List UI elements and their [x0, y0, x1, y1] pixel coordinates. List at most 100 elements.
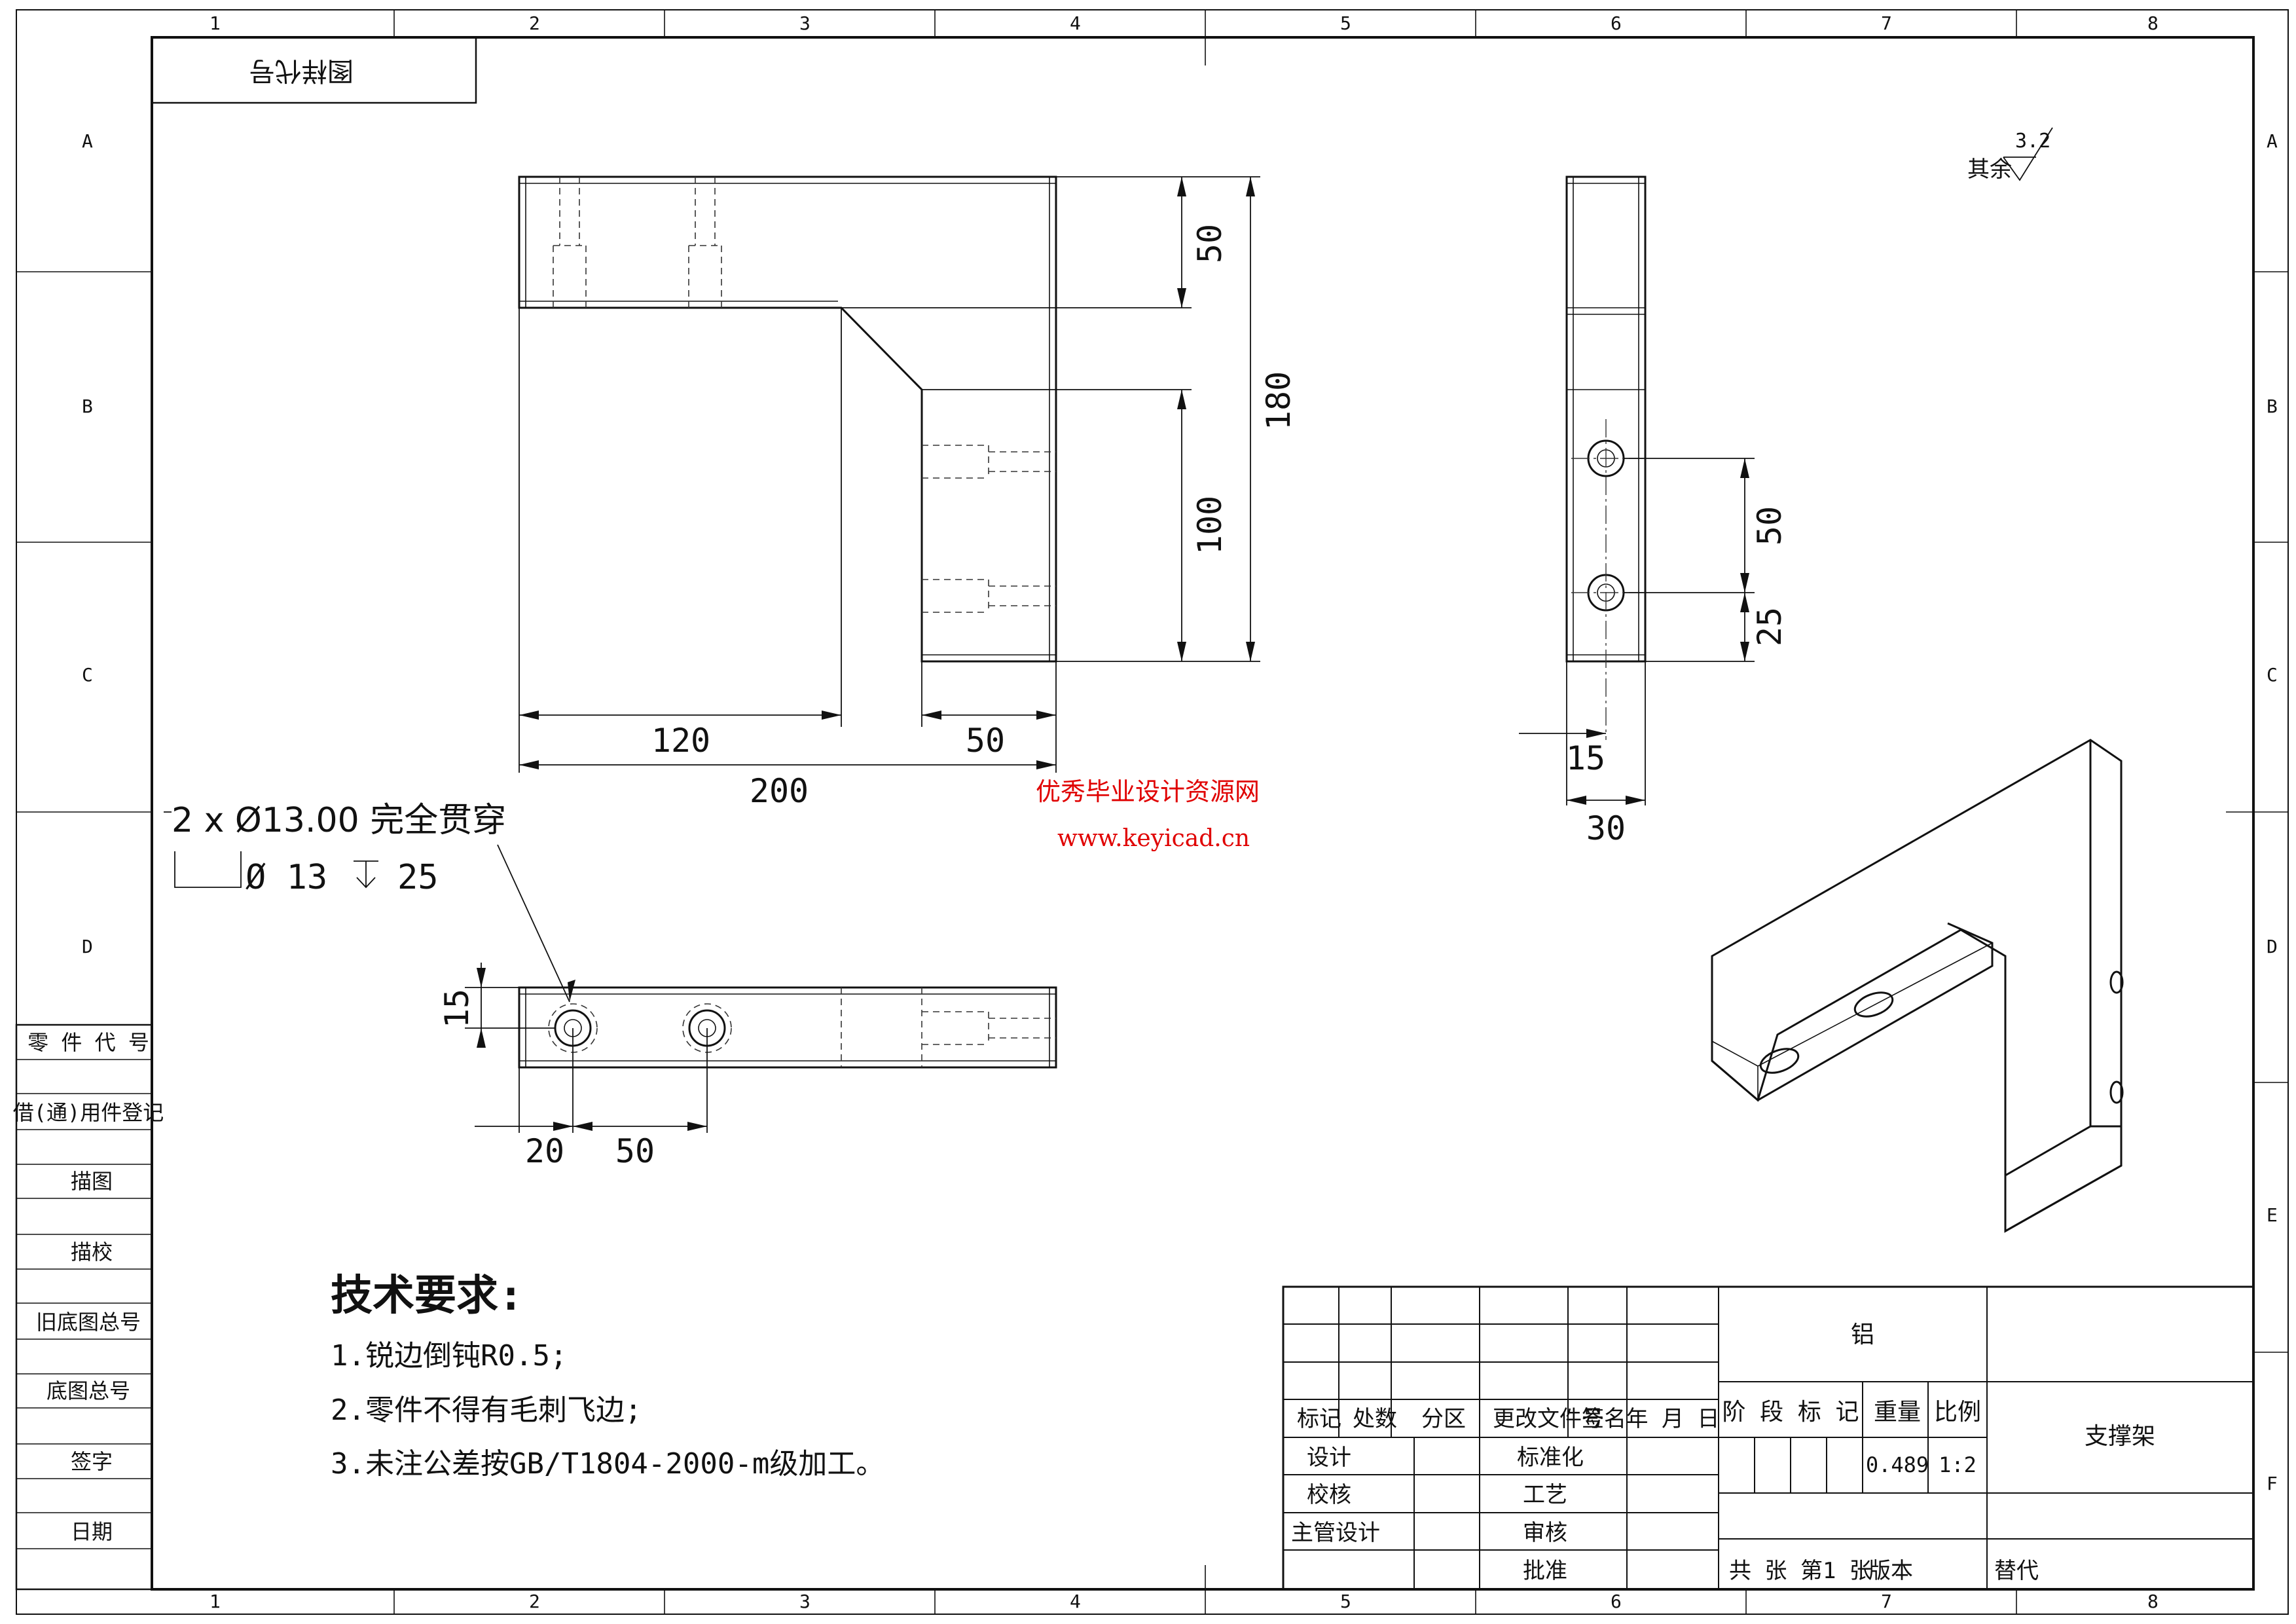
strip-label-master-number: 底图总号 [46, 1378, 130, 1403]
watermark-site-name: 优秀毕业设计资源网 [1036, 777, 1260, 806]
column-label: 4 [1070, 1591, 1081, 1612]
column-label: 1 [210, 12, 221, 34]
tech-requirement-item: 1.锐边倒钝R0.5; [331, 1339, 567, 1373]
row-label: B [2267, 396, 2278, 417]
row-label: C [2267, 664, 2278, 686]
watermark: 优秀毕业设计资源网 www.keyicad.cn [1036, 777, 1260, 852]
dim-front-200: 200 [750, 772, 809, 810]
dim-front-120: 120 [651, 722, 710, 760]
title-block-weight-label: 重量 [1874, 1399, 1921, 1426]
iso-hole-front [1759, 1048, 1800, 1074]
dim-side-50: 50 [1751, 506, 1789, 545]
front-view [518, 175, 1057, 663]
column-labels-top: 1 2 3 4 5 6 7 8 [210, 12, 2159, 34]
hole-callout-line1: 2 x Ø13.00 完全贯穿 [172, 801, 506, 840]
column-label: 3 [799, 1591, 811, 1612]
row-labels-right: A B C D E F [2267, 130, 2278, 1494]
dim-top-20: 20 [525, 1132, 564, 1170]
column-label: 5 [1340, 12, 1351, 34]
strip-label-part-code: 零 件 代 号 [27, 1030, 149, 1055]
stamp-text: 图样代号 [249, 56, 354, 86]
title-block-sheet-count: 共 张 第1 张 [1729, 1558, 1872, 1584]
sign-label-check: 校核 [1307, 1482, 1351, 1508]
dim-side-25: 25 [1751, 607, 1789, 646]
dim-front-100: 100 [1191, 496, 1229, 555]
iso-hole-side-lower [2109, 1080, 2124, 1104]
technical-requirements: 技术要求: 1.锐边倒钝R0.5; 2.零件不得有毛刺飞边; 3.未注公差按GB… [331, 1272, 884, 1481]
title-block-weight-value: 0.489 [1866, 1452, 1929, 1477]
surface-finish-label: 其余 [1967, 157, 2012, 183]
strip-label-date: 日期 [71, 1519, 113, 1544]
dim-front-50-bottom: 50 [966, 722, 1005, 760]
top-view-dimensions: 15 20 50 [438, 963, 708, 1170]
drawing-frame: 1 2 3 4 5 6 7 8 1 2 3 4 5 6 7 8 A B C D … [16, 9, 2289, 1615]
left-signature-strip: 零 件 代 号 借(通)用件登记 描图 描校 旧底图总号 底图总号 签字 日期 [13, 1024, 164, 1591]
column-label: 6 [1611, 1591, 1622, 1612]
revision-header: 签名 [1582, 1406, 1626, 1432]
approve-label-process: 工艺 [1523, 1482, 1567, 1508]
column-labels-bottom: 1 2 3 4 5 6 7 8 [210, 1591, 2159, 1612]
title-block-stage-label: 阶 段 标 记 [1722, 1399, 1859, 1426]
hole-callout: 2 x Ø13.00 完全贯穿 Ø 13 25 [164, 801, 575, 1003]
column-label: 7 [1881, 12, 1892, 34]
column-label: 4 [1070, 12, 1081, 34]
column-label: 1 [210, 1591, 221, 1612]
title-block-version-label: 版本 [1868, 1558, 1913, 1584]
dim-top-50: 50 [615, 1132, 655, 1170]
title-block-scale-label: 比例 [1934, 1399, 1981, 1426]
column-label: 7 [1881, 1591, 1892, 1612]
tech-requirement-item: 2.零件不得有毛刺飞边; [331, 1393, 642, 1427]
row-label: D [82, 936, 93, 957]
row-label: A [82, 130, 93, 152]
row-label: C [82, 664, 93, 686]
iso-hole-side-upper [2109, 970, 2124, 994]
approve-label-approve: 批准 [1523, 1558, 1567, 1584]
revision-header: 年 月 日 [1626, 1406, 1720, 1432]
sign-label-chief-design: 主管设计 [1291, 1520, 1380, 1546]
hole-callout-diameter: Ø 13 [246, 858, 327, 897]
isometric-view [1711, 739, 2124, 1233]
dim-front-50-top: 50 [1191, 224, 1229, 263]
row-label: A [2267, 130, 2278, 152]
dim-side-15: 15 [1566, 739, 1605, 777]
column-label: 2 [529, 12, 540, 34]
row-label: B [82, 396, 93, 417]
drawing-number-stamp: 图样代号 [151, 36, 477, 104]
tech-requirement-item: 3.未注公差按GB/T1804-2000-m级加工。 [331, 1447, 884, 1481]
row-labels-left: A B C D [82, 130, 93, 957]
sign-label-design: 设计 [1307, 1445, 1351, 1471]
column-label: 8 [2147, 1591, 2159, 1612]
column-label: 5 [1340, 1591, 1351, 1612]
dim-side-30: 30 [1586, 809, 1626, 847]
column-label: 2 [529, 1591, 540, 1612]
title-block: 铝 支撑架 阶 段 标 记 重量 比例 0.489 1:2 标记 处数 分区 更… [1282, 1285, 2255, 1591]
strip-label-trace-check: 描校 [71, 1240, 113, 1264]
revision-header: 处数 [1353, 1406, 1397, 1432]
column-label: 8 [2147, 12, 2159, 34]
revision-header: 标记 [1297, 1406, 1341, 1432]
front-view-dimensions: 50 100 180 120 50 200 [519, 176, 1298, 810]
watermark-url: www.keyicad.cn [1057, 825, 1250, 852]
row-label: F [2267, 1473, 2278, 1494]
strip-label-signature: 签字 [71, 1449, 113, 1474]
top-view [518, 986, 1057, 1069]
strip-label-trace: 描图 [71, 1169, 113, 1194]
strip-label-old-master-number: 旧底图总号 [36, 1310, 141, 1335]
dim-front-180: 180 [1260, 371, 1298, 430]
row-label: D [2267, 936, 2278, 957]
title-block-scale-value: 1:2 [1939, 1452, 1977, 1477]
title-block-material: 铝 [1851, 1321, 1874, 1348]
title-block-part-name: 支撑架 [2085, 1423, 2155, 1450]
title-block-replace-label: 替代 [1994, 1558, 2039, 1584]
side-view-dimensions: 50 25 15 30 [1519, 458, 1789, 847]
surface-finish-symbol: 其余 3.2 [1967, 127, 2053, 183]
column-label: 6 [1611, 12, 1622, 34]
approve-label-review: 审核 [1523, 1520, 1567, 1546]
revision-header: 更改文件号 [1493, 1406, 1604, 1432]
tech-requirements-title: 技术要求: [331, 1272, 524, 1320]
strip-label-borrow-register: 借(通)用件登记 [13, 1100, 164, 1125]
surface-finish-value: 3.2 [2015, 130, 2050, 153]
iso-hole-back [1853, 991, 1894, 1018]
column-label: 3 [799, 12, 811, 34]
